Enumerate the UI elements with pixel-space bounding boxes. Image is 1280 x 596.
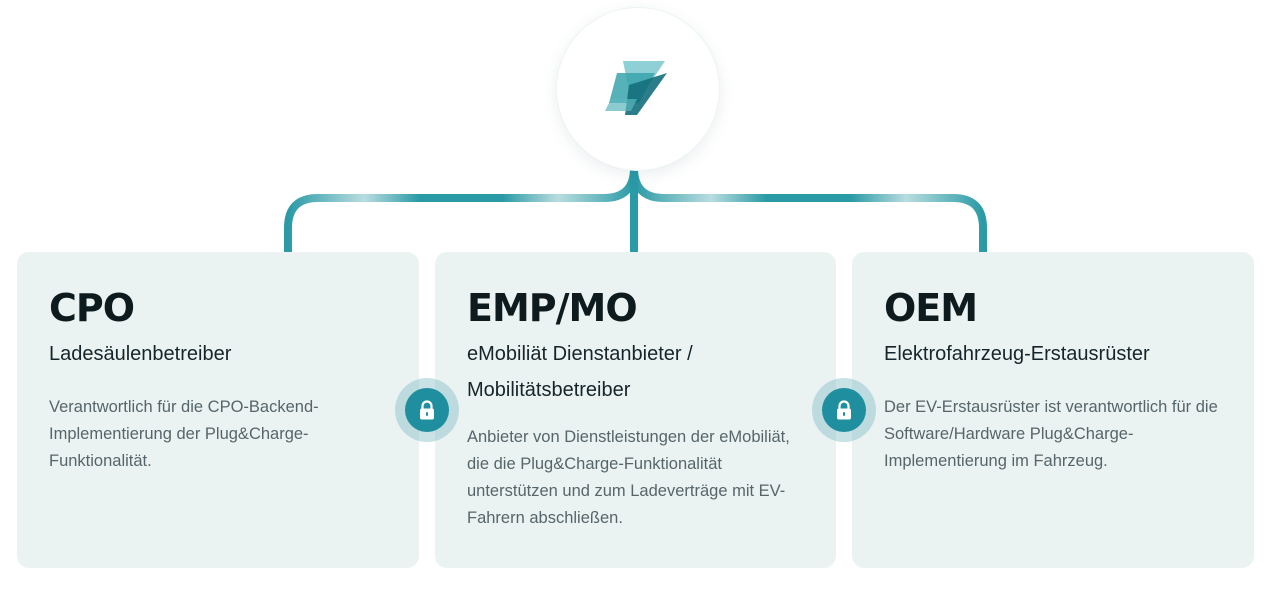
lock-icon [420,400,434,420]
card-oem: OEM Elektrofahrzeug-Erstausrüster Der EV… [852,252,1254,568]
card-title: OEM [884,286,978,330]
logo-badge [557,8,719,170]
lock-badge-emp-oem [812,378,876,442]
card-description: Der EV-Erstausrüster ist verantwortlich … [884,398,1218,470]
card-description: Verantwortlich für die CPO-Backend-Imple… [49,398,319,470]
card-title: CPO [49,286,135,330]
card-title: EMP/MO [467,286,638,330]
card-subtitle: Elektrofahrzeug-Erstausrüster [884,343,1150,365]
card-cpo: CPO Ladesäulenbetreiber Verantwortlich f… [17,252,419,568]
card-subtitle: Ladesäulenbetreiber [49,343,232,365]
lock-icon [837,400,851,420]
card-emp-mo: EMP/MO eMobiliät Dienstanbieter / Mobili… [435,252,836,568]
lock-badge-cpo-emp [395,378,459,442]
card-subtitle: eMobiliät Dienstanbieter / Mobilitätsbet… [467,343,693,401]
connector-branch-right [630,167,987,252]
lightning-bolt-logo-icon [605,61,667,115]
card-description: Anbieter von Dienstleistungen der eMobil… [467,428,790,527]
connector-branch-left [284,167,638,252]
